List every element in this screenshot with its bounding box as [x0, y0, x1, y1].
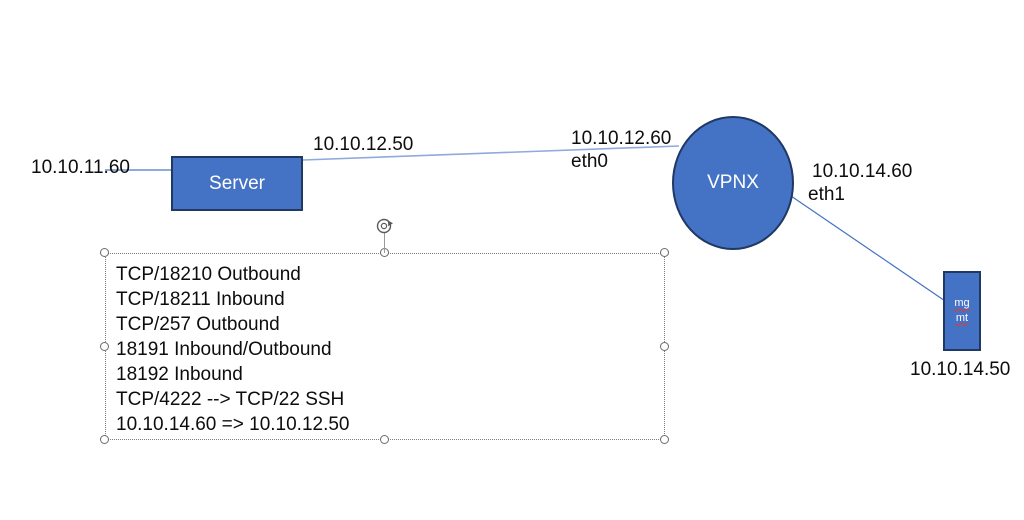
rotate-icon[interactable] [375, 216, 395, 236]
resize-handle-bottom-center[interactable] [380, 435, 389, 444]
node-mgmt-label-line1: mg [954, 297, 970, 310]
ports-list: TCP/18210 Outbound TCP/18211 Inbound TCP… [116, 262, 350, 437]
resize-handle-middle-right[interactable] [660, 342, 669, 351]
connector-vpnx-to-mgmt [790, 195, 952, 306]
node-vpnx-label: VPNX [707, 172, 759, 193]
resize-handle-top-right[interactable] [660, 248, 669, 257]
resize-handle-bottom-left[interactable] [100, 435, 109, 444]
rotate-handle-stem [384, 232, 385, 253]
list-item: 18191 Inbound/Outbound [116, 339, 332, 360]
node-server-label: Server [209, 172, 265, 194]
node-mgmt[interactable]: mg mt [943, 271, 981, 351]
label-vpnx-eth0-ip: 10.10.12.60 [571, 128, 672, 149]
ports-textbox[interactable]: TCP/18210 Outbound TCP/18211 Inbound TCP… [105, 253, 665, 440]
node-mgmt-label-line2: mt [955, 312, 969, 324]
list-item: TCP/4222 --> TCP/22 SSH [116, 389, 345, 410]
label-vpnx-eth1-iface: eth1 [808, 184, 845, 205]
node-server[interactable]: Server [171, 156, 303, 211]
label-server-right-ip: 10.10.12.50 [313, 134, 414, 155]
label-server-left-ip: 10.10.11.60 [31, 157, 130, 178]
connector-server-to-vpnx [302, 145, 680, 161]
list-item: TCP/18210 Outbound [116, 264, 301, 285]
resize-handle-bottom-right[interactable] [660, 435, 669, 444]
list-item: TCP/257 Outbound [116, 314, 280, 335]
resize-handle-middle-left[interactable] [100, 342, 109, 351]
label-mgmt-ip: 10.10.14.50 [910, 359, 1011, 380]
list-item: TCP/18211 Inbound [116, 289, 285, 310]
node-vpnx[interactable]: VPNX [672, 116, 794, 250]
label-vpnx-eth1-ip: 10.10.14.60 [812, 161, 913, 182]
list-item: 18192 Inbound [116, 364, 243, 385]
list-item: 10.10.14.60 => 10.10.12.50 [116, 414, 350, 435]
resize-handle-top-left[interactable] [100, 248, 109, 257]
label-vpnx-eth0-iface: eth0 [571, 151, 608, 172]
